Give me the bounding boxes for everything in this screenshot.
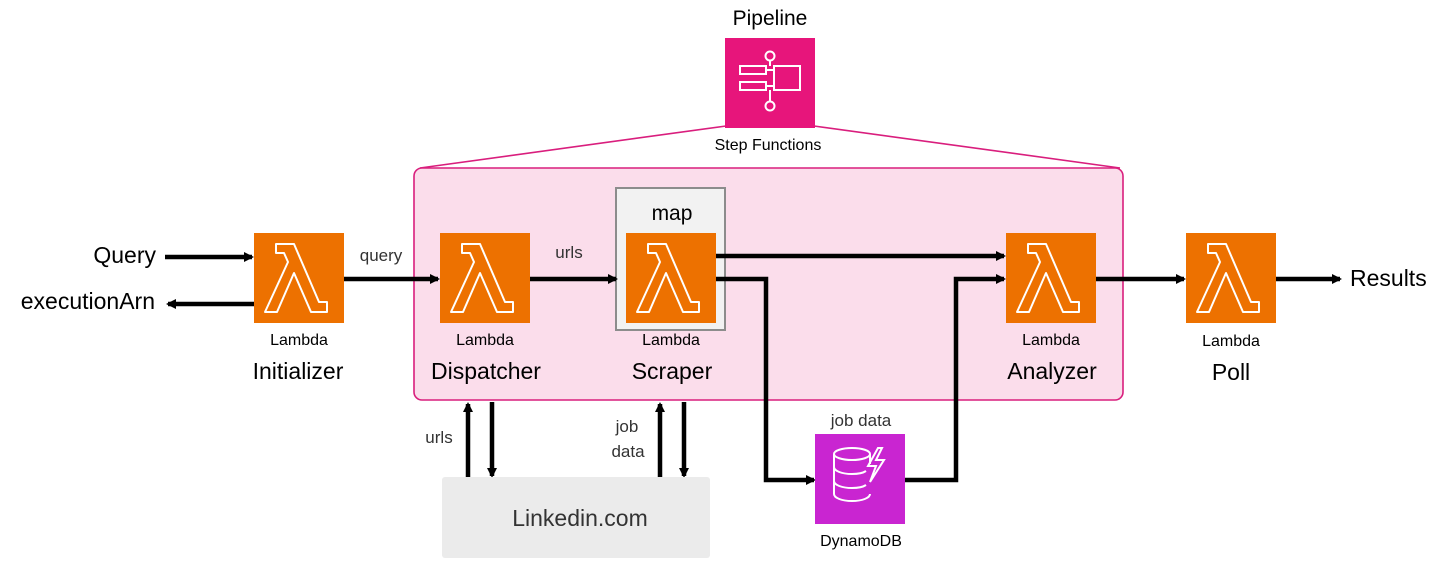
lambda-service-label: Lambda [270, 332, 328, 349]
edge-label-query: query [360, 246, 403, 265]
lambda-icon [254, 233, 344, 323]
dynamodb-icon [815, 434, 905, 524]
pipeline-container [413, 167, 1124, 401]
map-label: map [652, 202, 693, 225]
query-input-label: Query [93, 242, 156, 268]
step-functions-label: Step Functions [715, 137, 822, 154]
pipeline-scope-line-right [813, 125, 1121, 169]
lambda-icon [440, 233, 530, 323]
arrow-scraper-dynamodb [716, 276, 816, 485]
lambda-service-label: Lambda [456, 332, 514, 349]
lambda-icon [626, 233, 716, 323]
execution-arn-label: executionArn [21, 288, 155, 314]
lambda-service-label: Lambda [1022, 332, 1080, 349]
edge-label-job-line1: job [615, 417, 639, 436]
lambda-icon [1006, 233, 1096, 323]
lambda-icon [1186, 233, 1276, 323]
poll-label: Poll [1212, 359, 1250, 385]
lambda-service-label: Lambda [642, 332, 700, 349]
edge-label-data-line2: data [611, 442, 645, 461]
results-label: Results [1350, 265, 1427, 291]
linkedin-box [442, 477, 710, 558]
initializer-label: Initializer [253, 358, 344, 384]
edge-label-urls: urls [555, 243, 582, 262]
scraper-label: Scraper [632, 358, 713, 384]
step-functions-icon [725, 38, 815, 128]
edge-label-urls-linkedin: urls [425, 428, 452, 447]
lambda-service-label: Lambda [1202, 333, 1260, 350]
dynamodb-label: DynamoDB [820, 533, 902, 550]
linkedin-label: Linkedin.com [512, 505, 648, 531]
pipeline-scope-line-left [419, 125, 727, 169]
arrow-dynamodb-analyzer [904, 274, 1006, 483]
dispatcher-label: Dispatcher [431, 358, 541, 384]
pipeline-title: Pipeline [733, 7, 808, 30]
analyzer-label: Analyzer [1007, 358, 1097, 384]
edge-label-job-data: job data [830, 411, 892, 430]
